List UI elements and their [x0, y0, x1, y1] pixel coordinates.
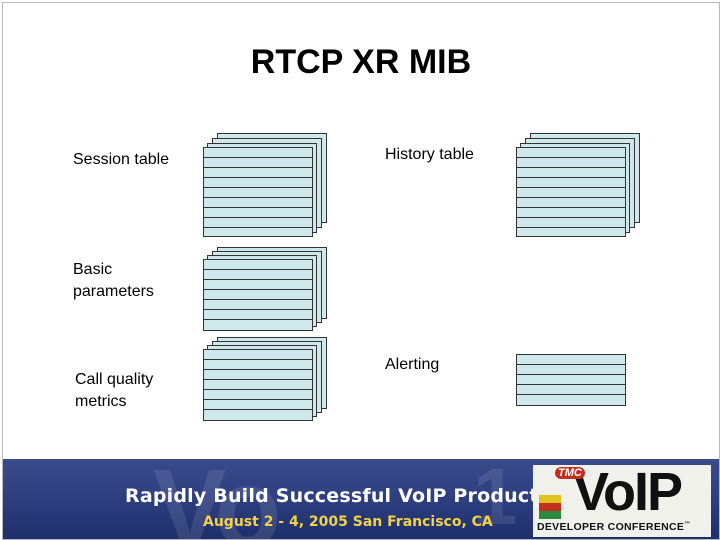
logo-subtitle-text: DEVELOPER CONFERENCE	[537, 521, 685, 533]
alerting-table	[516, 354, 626, 406]
table-sheet-front	[203, 147, 313, 237]
banner-background-graphic: Vo	[153, 459, 281, 539]
label-basic-parameters: Basic parameters	[73, 261, 154, 300]
logo-subtitle: DEVELOPER CONFERENCE™	[537, 521, 691, 533]
logo-tmc-badge: TMC	[555, 467, 585, 479]
slide-title: RTCP XR MIB	[250, 43, 472, 81]
table-sheet-front	[203, 259, 313, 331]
banner-background-graphic-2: 1	[473, 459, 518, 539]
label-session-table: Session table	[73, 151, 170, 168]
voip-developer-conference-logo: VoIP TMC DEVELOPER CONFERENCE™	[533, 462, 711, 537]
logo-brand: VoIP	[573, 462, 683, 522]
label-history-table: History table	[385, 146, 474, 163]
banner-dateline: August 2 - 4, 2005 San Francisco, CA	[203, 514, 493, 530]
label-call-quality-metrics: Call quality metrics	[75, 371, 154, 410]
logo-trademark: ™	[684, 521, 691, 528]
table-sheet-front	[516, 147, 626, 237]
banner-tagline: Rapidly Build Successful VoIP Products	[125, 485, 551, 507]
label-alerting: Alerting	[385, 356, 440, 373]
table-sheet-front	[203, 349, 313, 421]
logo-color-bars-icon	[539, 495, 561, 519]
conference-banner: Vo 1 Rapidly Build Successful VoIP Produ…	[3, 459, 719, 539]
